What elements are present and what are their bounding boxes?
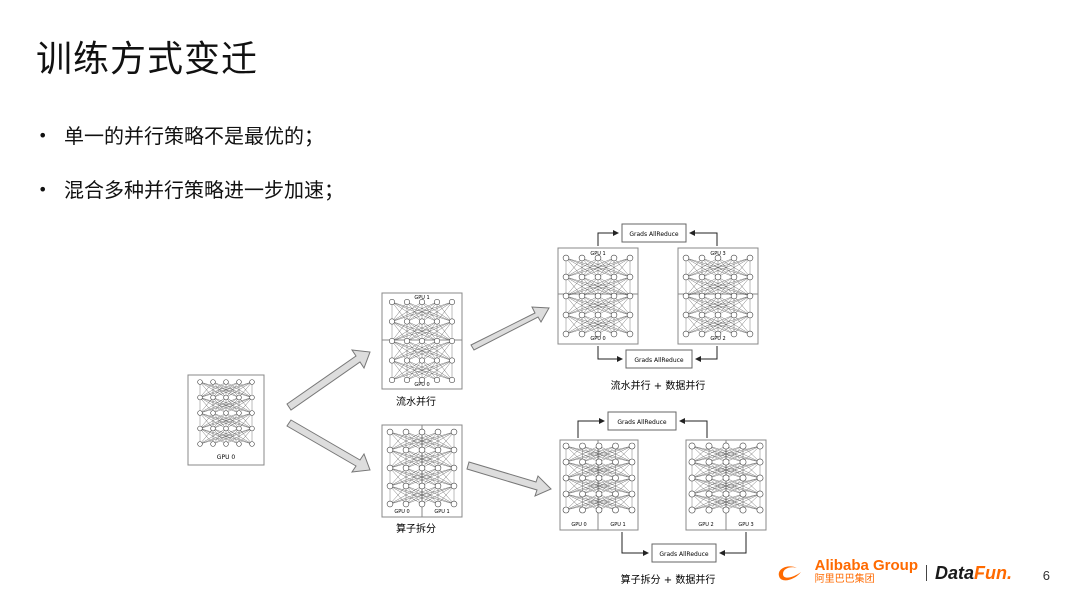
gpu-label: GPU 3: [738, 522, 753, 528]
footer-logos: Alibaba Group 阿里巴巴集团 DataFun.: [775, 557, 1040, 587]
pipeline-dp-caption: 流水并行 + 数据并行: [611, 379, 706, 392]
gpu-label: GPU 1: [434, 509, 449, 515]
slide-title: 训练方式变迁: [36, 39, 259, 80]
alibaba-logo-icon: [778, 566, 801, 581]
datafun-b: Fun.: [974, 562, 1012, 583]
gpu-label: GPU 2: [698, 522, 713, 528]
neural-net-icon: [197, 379, 255, 447]
bullet-list: • 单一的并行策略不是最优的； • 混合多种并行策略进一步加速；: [36, 120, 344, 228]
neural-net-icon: [386, 428, 458, 508]
gpu-label: GPU 0: [571, 522, 586, 528]
gpu-label: GPU 0: [394, 509, 409, 515]
op-split-box: GPU 0 GPU 1 算子拆分: [381, 424, 463, 535]
datafun-logo: DataFun.: [935, 563, 1012, 584]
neural-net-icon: [562, 442, 636, 514]
page-number: 6: [1042, 568, 1050, 583]
alibaba-name: Alibaba Group: [814, 557, 918, 574]
allreduce-label: Grads AllReduce: [659, 551, 709, 558]
pipeline-box: GPU 1 GPU 0 流水并行: [381, 292, 463, 408]
arrow-up-icon: [286, 349, 371, 411]
gpu-label: GPU 1: [590, 251, 605, 257]
bullet-item: • 混合多种并行策略进一步加速；: [36, 174, 344, 206]
split-dp-group: Grads AllReduce GPU 0 GPU 1 GPU 2 GPU 3 …: [559, 411, 767, 586]
bullet-dot-icon: •: [38, 180, 48, 199]
gpu-label: GPU 0: [217, 454, 236, 461]
neural-net-icon: [388, 298, 456, 384]
pipeline-dp-group: Grads AllReduce GPU 1 GPU 0 GPU 3 GPU 2 …: [557, 223, 759, 392]
pipeline-caption: 流水并行: [396, 395, 436, 408]
alibaba-cn-name: 阿里巴巴集团: [814, 574, 875, 585]
arrow-down-icon: [286, 419, 371, 473]
datafun-a: Data: [934, 562, 974, 583]
bullet-item: • 单一的并行策略不是最优的；: [36, 120, 344, 152]
allreduce-label: Grads AllReduce: [617, 419, 667, 426]
alibaba-wordmark: Alibaba Group 阿里巴巴集团: [814, 557, 918, 587]
allreduce-label: Grads AllReduce: [629, 231, 679, 238]
gpu-label: GPU 0: [414, 382, 429, 388]
single-gpu-box: GPU 0: [187, 374, 265, 466]
op-split-caption: 算子拆分: [396, 522, 436, 535]
neural-net-icon: [562, 254, 634, 338]
neural-net-icon: [682, 254, 754, 338]
bullet-dot-icon: •: [38, 126, 48, 145]
bullet-text: 混合多种并行策略进一步加速；: [64, 178, 344, 202]
arrow-right-icon: [466, 461, 552, 497]
split-dp-caption: 算子拆分 + 数据并行: [621, 573, 716, 586]
logo-divider: [925, 565, 927, 581]
neural-net-icon: [688, 442, 764, 514]
gpu-label: GPU 1: [610, 522, 625, 528]
arrow-up-right-icon: [470, 306, 550, 351]
gpu-label: GPU 2: [710, 336, 725, 342]
gpu-label: GPU 3: [710, 251, 725, 257]
bullet-text: 单一的并行策略不是最优的；: [64, 124, 324, 148]
allreduce-label: Grads AllReduce: [634, 357, 684, 364]
gpu-label: GPU 1: [414, 295, 429, 301]
gpu-label: GPU 0: [590, 336, 605, 342]
